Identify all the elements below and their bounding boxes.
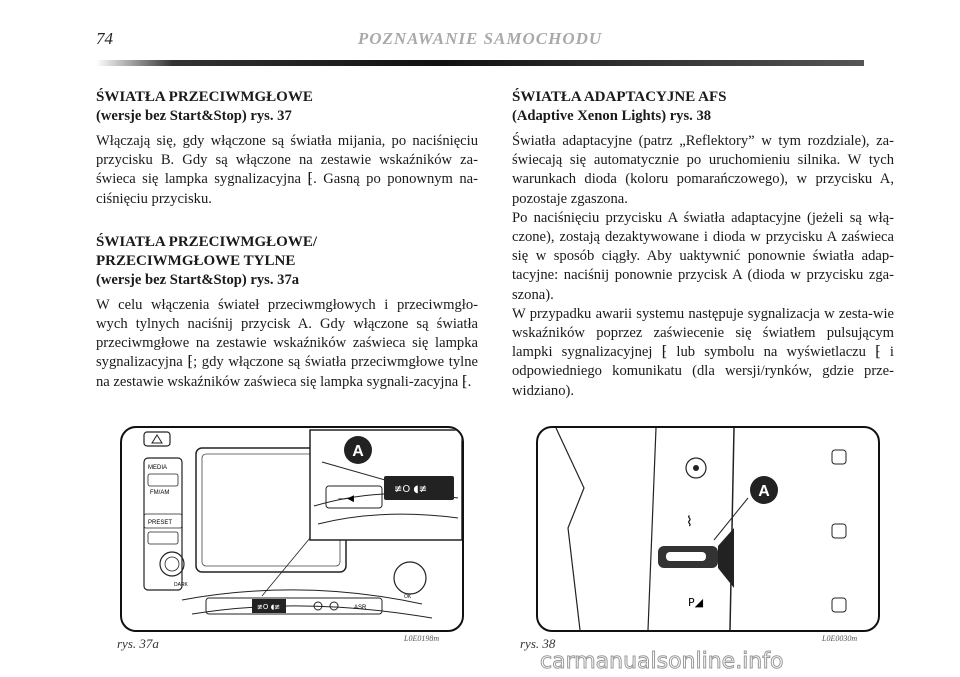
svg-text:P◢: P◢ xyxy=(688,596,704,609)
label-a-left: A xyxy=(352,443,364,460)
figure-caption-38: rys. 38 xyxy=(520,636,556,651)
header-rule xyxy=(96,60,864,66)
section-heading-rear-fog-line2: PRZECIWMGŁOWE TYLNE xyxy=(96,252,296,269)
afs-paragraph-3: W przypadku awarii systemu następuje syg… xyxy=(512,305,894,399)
svg-text:≢O ◖≢: ≢O ◖≢ xyxy=(257,603,280,611)
asr-label: ASR xyxy=(354,605,367,611)
afs-switch-illustration: ⌇ P◢ A xyxy=(555,428,847,630)
section-body-fog-lights: Włączają się, gdy włączone są światła mi… xyxy=(96,133,478,207)
watermark: carmanualsonline.info xyxy=(540,649,784,675)
left-column: ŚWIATŁA PRZECIWMGŁOWE (wersje bez Start&… xyxy=(96,88,478,392)
section-gap xyxy=(96,209,478,233)
svg-text:—◀: —◀ xyxy=(338,494,354,504)
watermark-text: carmanualsonline.info xyxy=(540,649,783,674)
figure-37a-dashboard: MEDIA FM/AM PRESET DARK ≢O ◖≢ ASR OK —◀ … xyxy=(120,426,464,632)
section-heading-afs: ŚWIATŁA ADAPTACYJNE AFS xyxy=(512,89,727,105)
preset-label: PRESET xyxy=(148,520,172,526)
dark-label: DARK xyxy=(174,582,189,588)
section-subheading-afs: (Adaptive Xenon Lights) rys. 38 xyxy=(512,108,712,124)
section-heading-rear-fog-line1: ŚWIATŁA PRZECIWMGŁOWE/ xyxy=(96,233,318,250)
right-column: ŚWIATŁA ADAPTACYJNE AFS (Adaptive Xenon … xyxy=(512,88,894,401)
media-label: MEDIA xyxy=(148,465,167,471)
running-title: POZNAWANIE SAMOCHODU xyxy=(357,29,603,48)
section-subheading-fog-lights: (wersje bez Start&Stop) rys. 37 xyxy=(96,108,292,124)
label-a-right: A xyxy=(758,483,770,500)
figure-code-37a: L0E0198m xyxy=(404,634,440,643)
dashboard-illustration: MEDIA FM/AM PRESET DARK ≢O ◖≢ ASR OK —◀ … xyxy=(143,429,462,619)
section-heading-fog-lights: ŚWIATŁA PRZECIWMGŁOWE xyxy=(96,89,313,105)
svg-text:⌇: ⌇ xyxy=(686,514,693,530)
page-number: 74 xyxy=(96,29,113,48)
ok-label: OK xyxy=(404,594,412,600)
figure-38-afs-switches: ⌇ P◢ A xyxy=(536,426,880,632)
afs-paragraph-2: Po naciśnięciu przycisku A światła adapt… xyxy=(512,209,894,303)
svg-text:≢O ◖≢: ≢O ◖≢ xyxy=(394,484,427,495)
figure-code-38: L0E0030m xyxy=(822,634,858,643)
fmam-label: FM/AM xyxy=(150,490,169,496)
section-body-rear-fog: W celu włączenia świateł przeciwmgłowych… xyxy=(96,296,478,390)
afs-paragraph-1: Światła adaptacyjne (patrz „Reflektory” … xyxy=(512,133,894,207)
figure-caption-37a: rys. 37a xyxy=(117,636,159,651)
section-subheading-rear-fog: (wersje bez Start&Stop) rys. 37a xyxy=(96,271,300,288)
